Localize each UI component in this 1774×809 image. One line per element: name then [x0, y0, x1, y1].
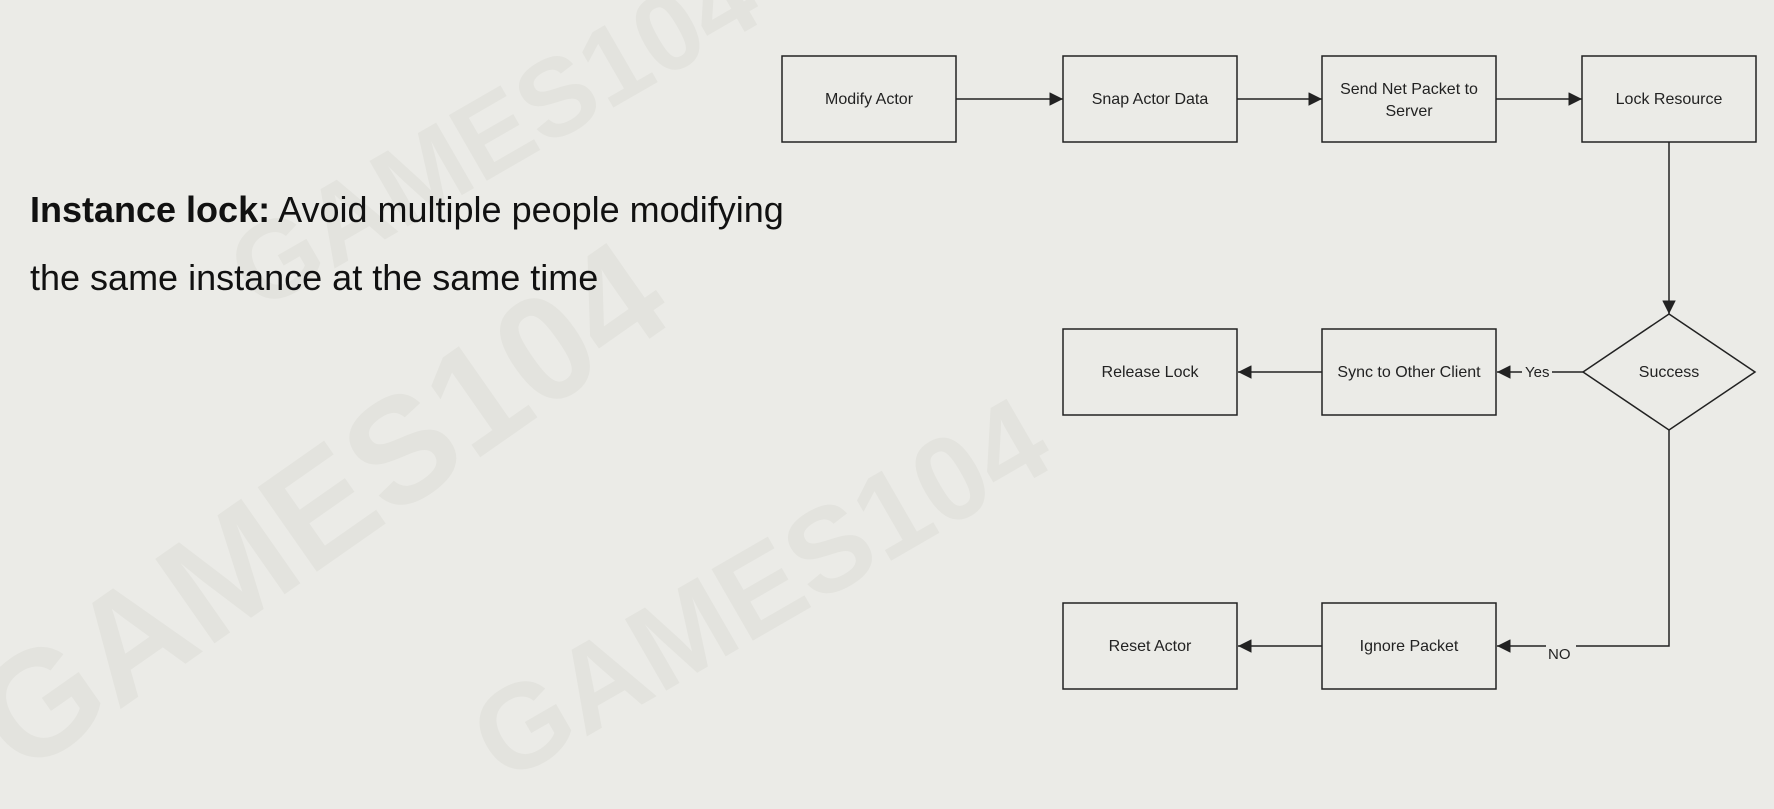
node-sync-other-client: Sync to Other Client — [1321, 328, 1497, 416]
instance-lock-flowchart: Yes NO Modify Actor Snap Actor Data Send… — [781, 55, 1757, 690]
node-lock-resource: Lock Resource — [1581, 55, 1757, 143]
node-snap-actor-data-label: Snap Actor Data — [1092, 91, 1209, 108]
description-body: Avoid multiple people modifying the same… — [30, 189, 784, 298]
node-success-label: Success — [1639, 364, 1699, 381]
node-ignore-packet: Ignore Packet — [1321, 602, 1497, 690]
node-reset-actor: Reset Actor — [1062, 602, 1238, 690]
node-lock-resource-label: Lock Resource — [1616, 91, 1723, 108]
node-modify-actor-label: Modify Actor — [825, 91, 914, 108]
node-send-net-packet: Send Net Packet to Server — [1321, 55, 1497, 143]
node-sync-other-client-label: Sync to Other Client — [1337, 364, 1481, 381]
node-send-net-packet-label-line1: Send Net Packet to — [1340, 81, 1478, 98]
node-success-decision: Success — [1581, 313, 1757, 431]
node-snap-actor-data: Snap Actor Data — [1062, 55, 1238, 143]
node-release-lock-label: Release Lock — [1102, 364, 1200, 381]
node-reset-actor-label: Reset Actor — [1109, 638, 1192, 655]
edge-label-no: NO — [1548, 646, 1571, 663]
description-heading: Instance lock: — [30, 189, 271, 230]
description-text: Instance lock: Avoid multiple people mod… — [30, 176, 790, 312]
node-ignore-packet-label: Ignore Packet — [1360, 638, 1459, 655]
node-release-lock: Release Lock — [1062, 328, 1238, 416]
node-send-net-packet-label-line2: Server — [1385, 103, 1433, 120]
edge-success-to-ignore — [1497, 430, 1670, 653]
node-modify-actor: Modify Actor — [781, 55, 957, 143]
edge-label-yes: Yes — [1525, 364, 1549, 381]
